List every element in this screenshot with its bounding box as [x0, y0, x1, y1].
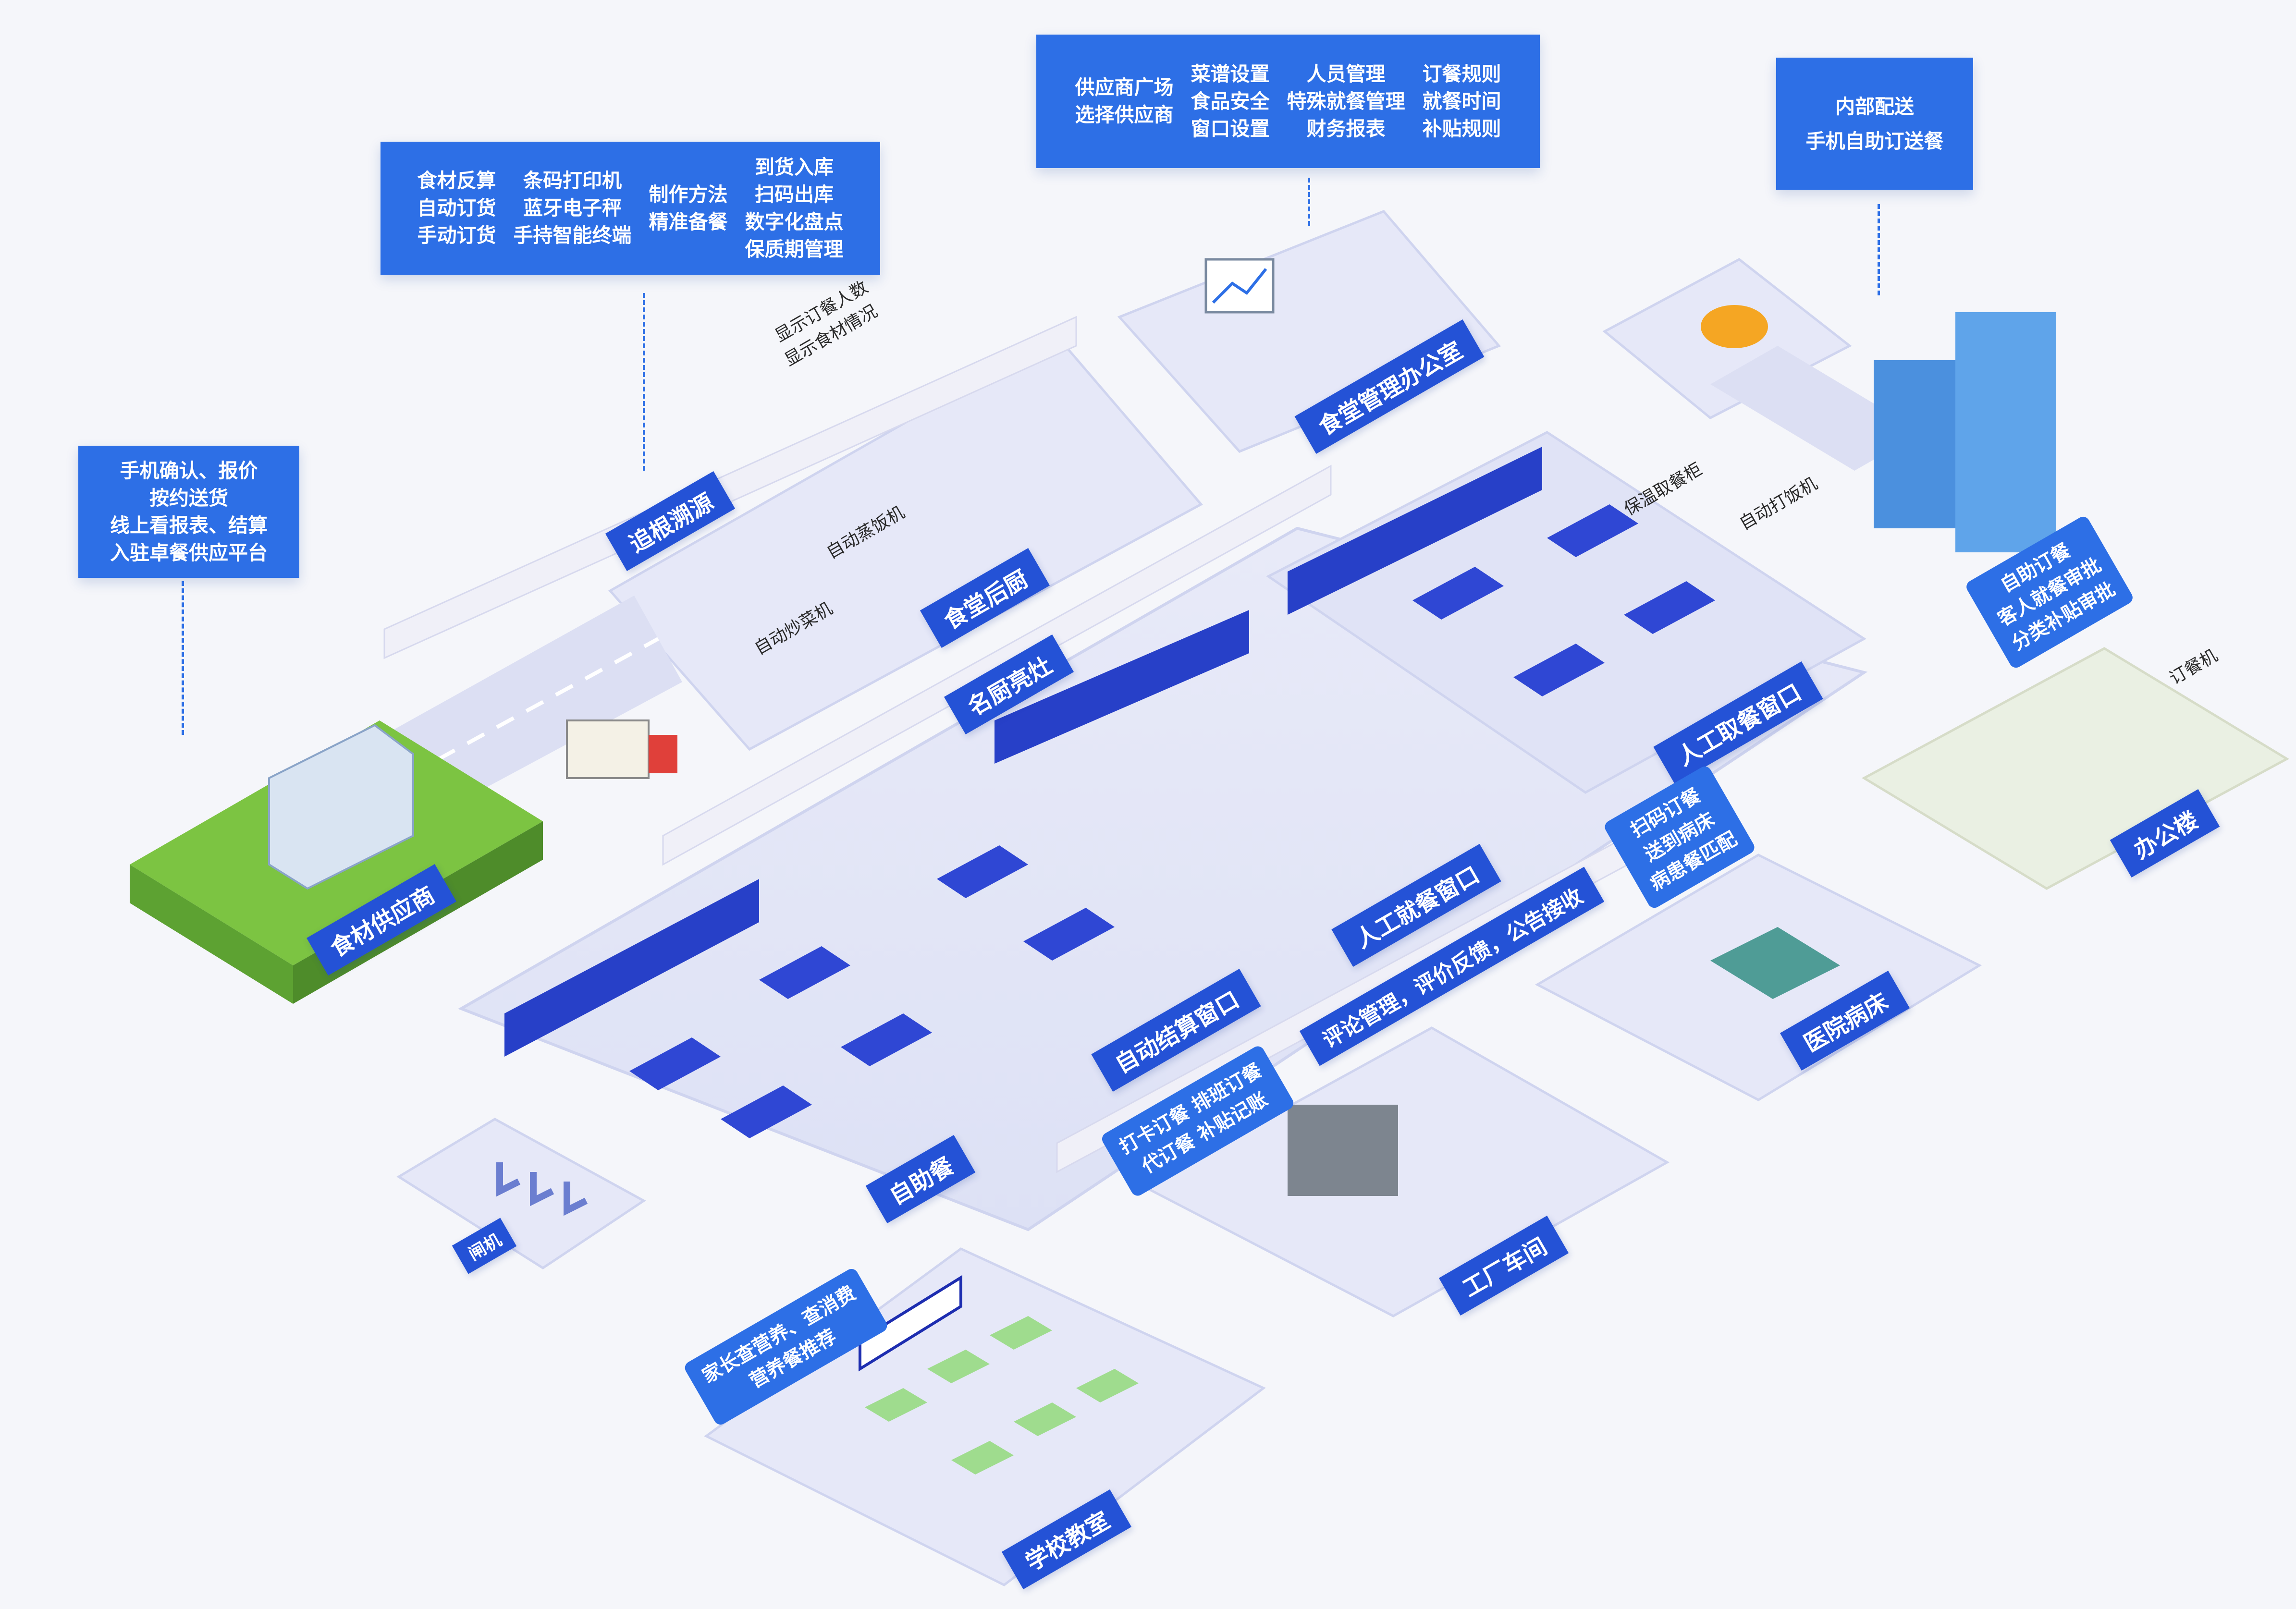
- management-connector: [1308, 178, 1310, 226]
- delivery-truck: [566, 719, 650, 779]
- kitchen-tool-item: 手持智能终端: [513, 224, 632, 247]
- management-info-box: 供应商广场 选择供应商 菜谱设置 食品安全 窗口设置 人员管理 特殊就餐管理 财…: [1036, 35, 1540, 168]
- management-item: 补贴规则: [1422, 117, 1501, 140]
- turnstile-gate: [496, 1162, 588, 1216]
- kitchen-tool-item: 制作方法: [649, 183, 728, 206]
- factory-machine: [1288, 1105, 1398, 1196]
- kitchen-tool-item: 条码打印机: [523, 169, 622, 192]
- supplier-connector: [182, 581, 184, 735]
- kitchen-tool-item: 手动订货: [417, 224, 496, 247]
- counter-famous-stove: [995, 610, 1249, 764]
- hospital-bed: [1710, 927, 1840, 999]
- supplier-info-box: 手机确认、报价 按约送货 线上看报表、结算 入驻卓餐供应平台: [78, 446, 299, 578]
- school-whiteboard: [859, 1275, 962, 1372]
- management-item: 订餐规则: [1422, 62, 1501, 85]
- management-item: 窗口设置: [1191, 117, 1270, 140]
- management-item: 财务报表: [1306, 117, 1386, 140]
- office-platform: [1117, 210, 1501, 453]
- kitchen-tool-item: 自动订货: [417, 196, 496, 219]
- kitchen-tool-item: 食材反算: [417, 169, 496, 192]
- office-tower: [1874, 360, 1955, 528]
- management-item: 菜谱设置: [1191, 62, 1270, 85]
- kitchen-connector: [643, 293, 645, 471]
- office-building-platform: [1861, 647, 2290, 890]
- management-item: 人员管理: [1306, 62, 1386, 85]
- school-platform: [704, 1247, 1266, 1586]
- supplier-info-line: 线上看报表、结算: [110, 513, 268, 537]
- management-item: 食品安全: [1191, 89, 1270, 113]
- kitchen-tools-info-box: 食材反算 自动订货 手动订货 条码打印机 蓝牙电子秤 手持智能终端 制作方法 精…: [381, 142, 880, 275]
- supplier-info-line: 按约送货: [149, 486, 228, 510]
- supplier-info-line: 手机确认、报价: [120, 459, 258, 482]
- kitchen-tool-item: 数字化盘点: [745, 210, 844, 233]
- supplier-warehouse: [268, 724, 414, 890]
- delivery-item: 内部配送: [1835, 95, 1914, 118]
- management-item: 选择供应商: [1075, 103, 1174, 126]
- kitchen-tool-item: 蓝牙电子秤: [523, 196, 622, 219]
- delivery-connector: [1878, 204, 1880, 295]
- dining-tables: [629, 504, 1715, 1138]
- chart-board: [1204, 258, 1275, 314]
- kitchen-tool-item: 到货入库: [755, 155, 834, 179]
- supplier-info-line: 入驻卓餐供应平台: [110, 541, 268, 564]
- kitchen-tool-item: 扫码出库: [755, 183, 834, 206]
- kitchen-tool-item: 保质期管理: [745, 237, 844, 261]
- road-right: [1710, 346, 1922, 471]
- management-item: 就餐时间: [1422, 89, 1501, 113]
- factory-platform: [1141, 1026, 1670, 1317]
- delivery-scooter: [1701, 305, 1768, 348]
- counter-buffet: [504, 879, 759, 1057]
- school-desks: [865, 1316, 1139, 1475]
- counter-manual-pickup: [1288, 447, 1542, 615]
- delivery-item: 手机自助订送餐: [1805, 129, 1944, 153]
- delivery-info-box: 内部配送 手机自助订送餐: [1776, 58, 1973, 190]
- barrier-wall: [383, 316, 1077, 659]
- kitchen-tool-item: 精准备餐: [649, 210, 728, 233]
- management-item: 特殊就餐管理: [1287, 89, 1405, 113]
- gate-platform: [396, 1118, 646, 1269]
- management-item: 供应商广场: [1075, 76, 1174, 99]
